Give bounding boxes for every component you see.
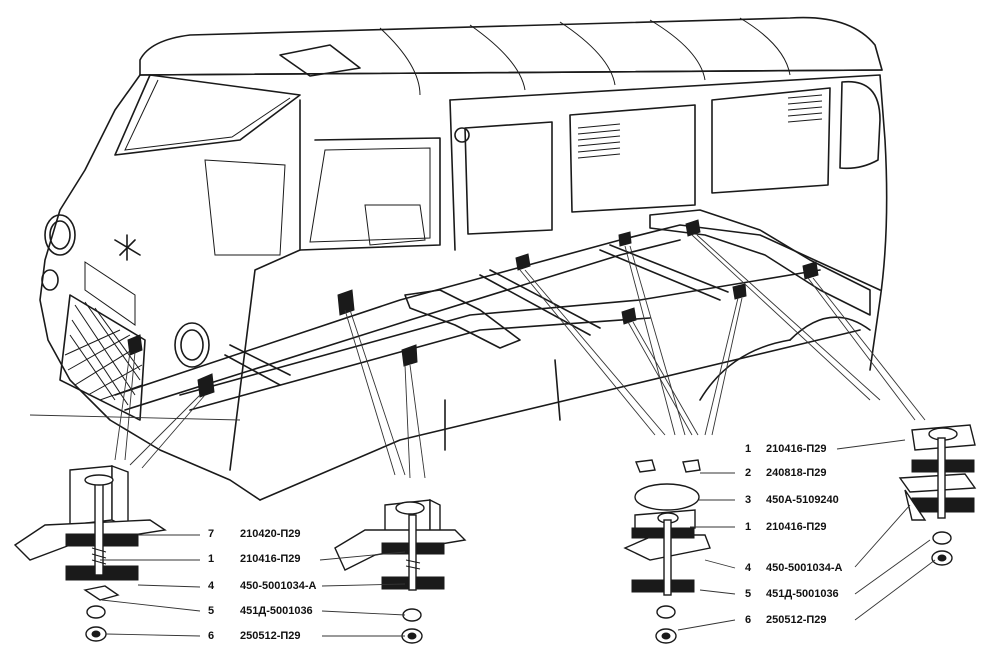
callout-number: 3 [745,494,752,506]
part-code: 210416-П29 [240,553,301,565]
leader-lines [29,234,926,479]
mount-assembly-center-right [623,459,711,644]
callout-number: 2 [745,467,752,479]
callout-number: 4 [208,580,215,592]
callout-leaders-right [677,439,936,631]
part-code: 450А-5109240 [766,494,839,506]
callout-number: 1 [745,521,752,533]
chassis-frame [114,209,881,411]
callout-leaders-left [100,534,406,637]
mount-assembly-middle [334,498,467,644]
part-code: 451Д-5001036 [766,588,839,600]
callout-number: 7 [208,528,215,540]
part-code: 210416-П29 [766,521,827,533]
frame-mounts [127,219,819,398]
part-code: 210416-П29 [766,443,827,455]
part-code: 250512-П29 [766,614,827,626]
mount-assembly-left [13,464,167,642]
callout-number: 4 [745,562,752,574]
callout-number: 1 [208,553,215,565]
part-code: 250512-П29 [240,630,301,642]
callout-number: 5 [745,588,752,600]
part-code: 210420-П29 [240,528,301,540]
callout-number: 5 [208,605,215,617]
callout-number: 6 [208,630,215,642]
part-code: 450-5001034-А [240,580,317,592]
callout-number: 1 [745,443,752,455]
part-code: 240818-П29 [766,467,827,479]
part-code: 451Д-5001036 [240,605,313,617]
part-code: 450-5001034-А [766,562,843,574]
van-body [39,16,888,501]
callout-number: 6 [745,614,752,626]
mount-assembly-far-right [898,424,977,566]
